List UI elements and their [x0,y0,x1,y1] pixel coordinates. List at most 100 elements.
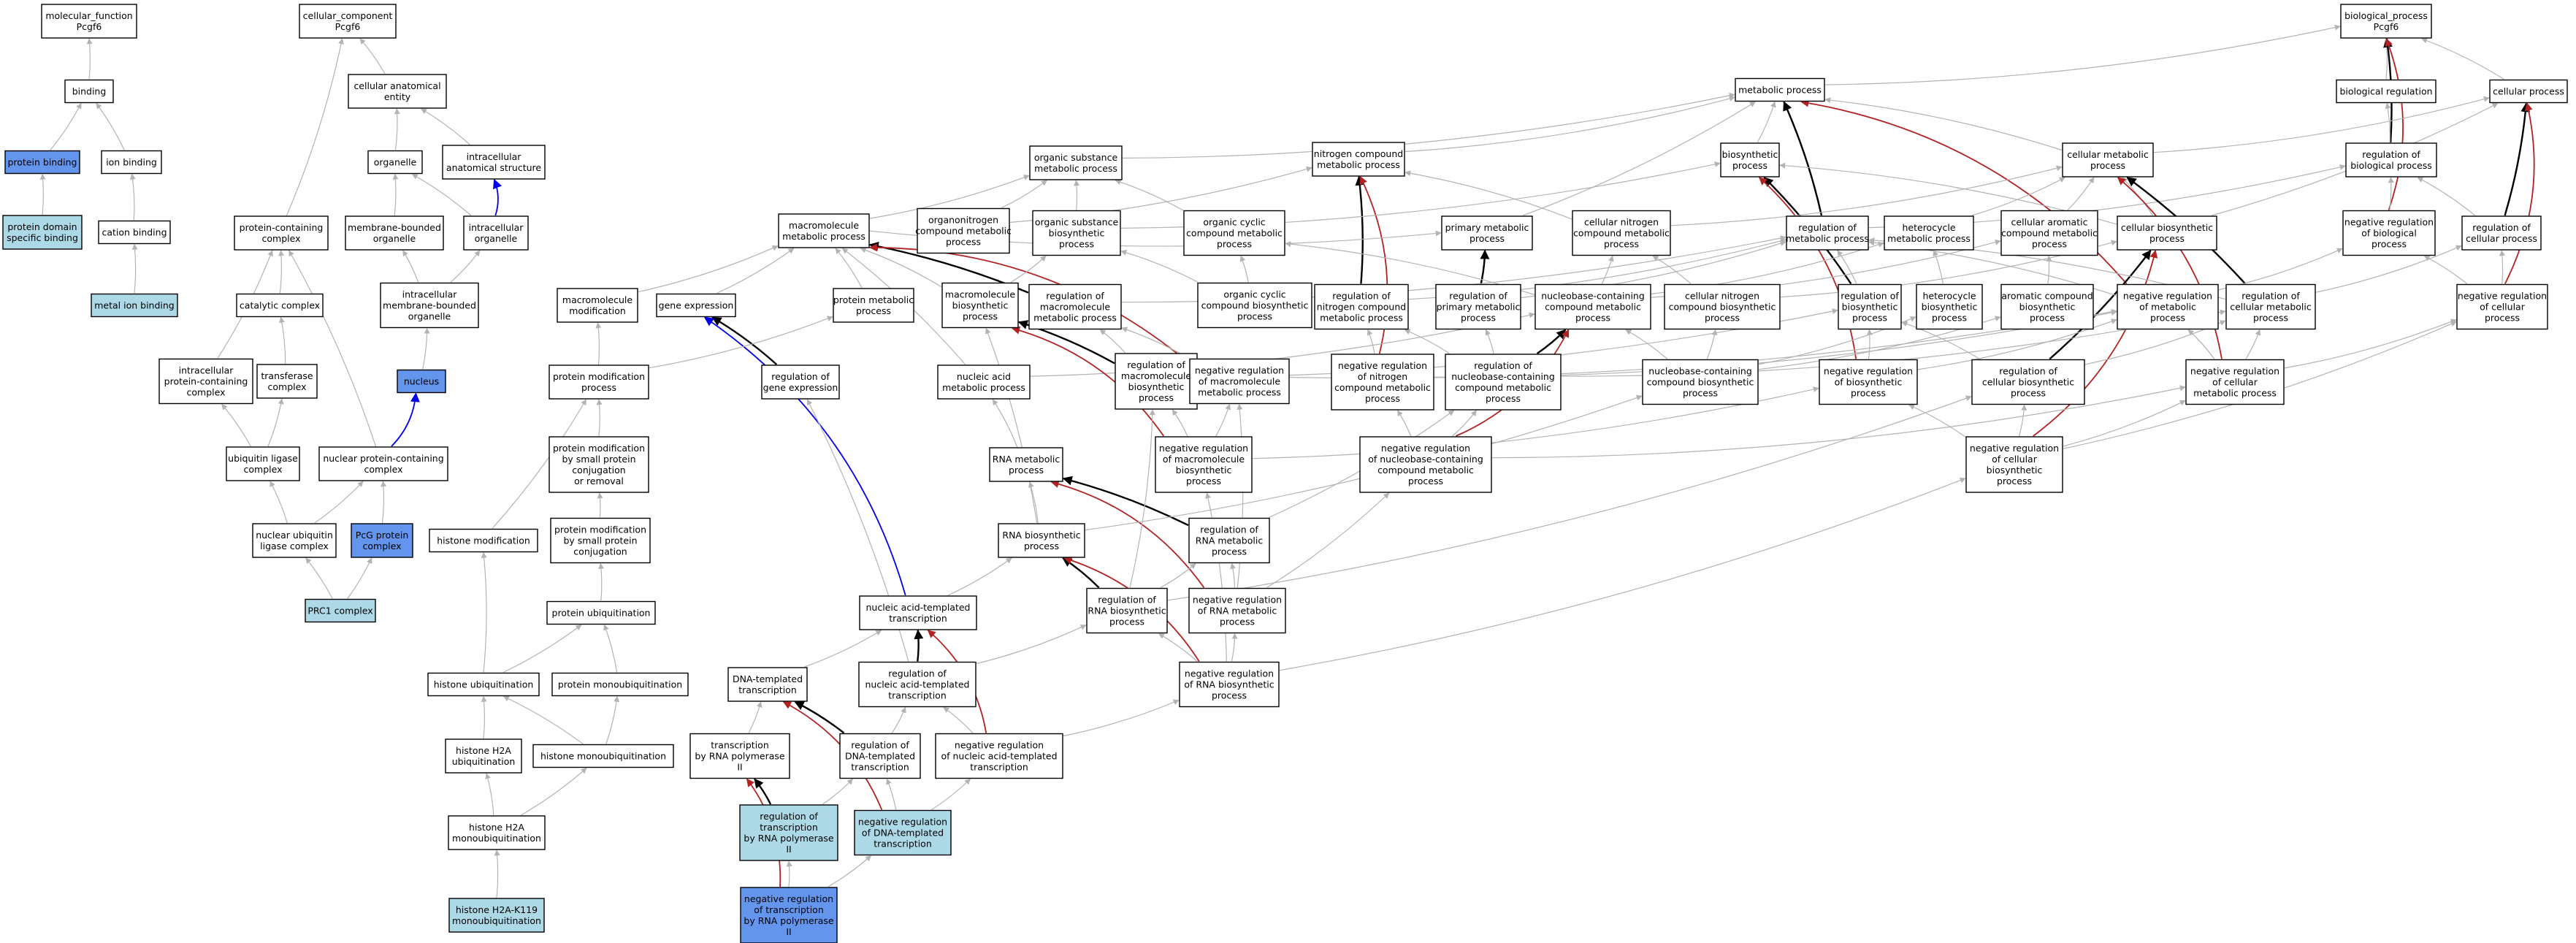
node-protein_binding[interactable]: protein binding [4,150,80,175]
node-hmubq[interactable]: histone monoubiquitination [532,744,674,768]
node-bio_reg[interactable]: biological regulation [2336,79,2437,104]
node-nucleus[interactable]: nucleus [397,369,446,394]
node-binding[interactable]: binding [64,79,114,104]
node-pmubq[interactable]: protein monoubiquitination [551,672,689,697]
node-hmod[interactable]: histone modification [429,528,538,553]
node-catalytic[interactable]: catalytic complex [236,293,324,318]
node-metal_ion_binding[interactable]: metal ion binding [91,293,178,318]
node-cation_binding[interactable]: cation binding [98,220,171,245]
node-cellular_process[interactable]: cellular process [2489,79,2568,104]
node-hubq[interactable]: histone ubiquitination [427,672,540,697]
node-pubq[interactable]: protein ubiquitination [546,600,656,625]
node-rnbccmp[interactable]: regulation ofnucleobase-containingcompou… [1445,354,1562,411]
node-ion_binding[interactable]: ion binding [101,150,162,175]
node-organelle[interactable]: organelle [367,150,423,175]
node-metabolic[interactable]: metabolic process [1735,77,1825,102]
node-prc1[interactable]: PRC1 complex [305,598,376,623]
node-gene_expr[interactable]: gene expression [656,293,736,318]
node-rmbp[interactable]: regulation ofmacromoleculebiosyntheticpr… [1115,353,1198,410]
